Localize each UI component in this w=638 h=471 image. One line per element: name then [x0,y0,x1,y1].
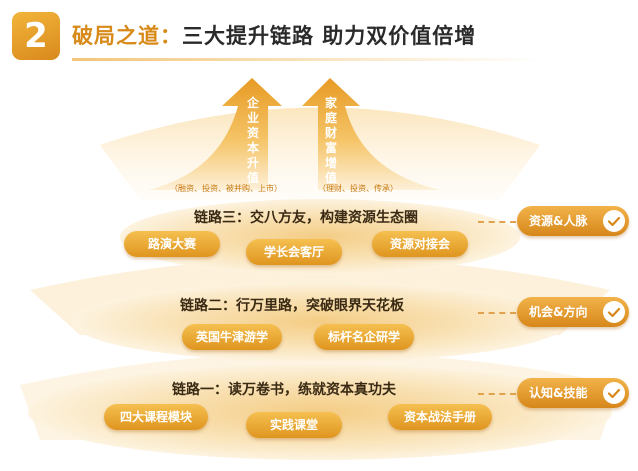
title-underline [72,58,542,61]
check-circle-icon [603,301,625,323]
tier-2-pill-2: 标杆名企研学 [314,324,414,350]
tier-1-pill-3: 资本战法手册 [388,404,492,430]
left-arrow [148,78,282,190]
tier-3-pill-3: 资源对接会 [372,231,468,257]
tier-1-pill-2: 实践课堂 [246,412,342,438]
left-arrow-label: 企业资本升值 [246,96,259,185]
tier-3-title: 链路三：交八方友，构建资源生态圈 [194,210,418,226]
tier-2-ellipse [72,282,568,362]
title-main: 三大提升链路 助力双价值倍增 [182,24,477,48]
header: 2 破局之道：三大提升链路 助力双价值倍增 [0,0,638,66]
tier-3-pill-2: 学长会客厅 [246,239,342,265]
tier-1-connector [478,393,516,395]
tier-1-badge: 认知&技能 [517,378,629,408]
right-arrow-sub: （理财、投资、传承） [318,184,398,193]
tier-2-pill-1: 英国牛津游学 [182,324,282,350]
tier-2-connector [478,312,516,314]
tier-3-badge: 资源&人脉 [517,206,629,236]
check-circle-icon [603,210,625,232]
right-arrow [302,78,440,190]
tier-3-connector [478,221,516,223]
page-title: 破局之道：三大提升链路 助力双价值倍增 [72,20,476,50]
tier-1-pill-1: 四大课程模块 [104,404,208,430]
section-number-badge: 2 [12,12,60,60]
check-circle-icon [603,382,625,404]
tier-2-badge: 机会&方向 [517,297,629,327]
tier-2-badge-label: 机会&方向 [529,305,588,319]
title-prefix: 破局之道： [72,24,182,48]
tier-1-title: 链路一：读万卷书，练就资本真功夫 [172,382,396,398]
tier-3-pill-1: 路演大赛 [124,231,220,257]
tier-1-badge-label: 认知&技能 [529,386,588,400]
right-arrow-label: 家庭财富增值 [324,96,337,185]
tier-3-badge-label: 资源&人脉 [529,214,588,228]
left-arrow-sub: （融资、投资、被并购、上市） [170,184,282,193]
tier-2-title: 链路二：行万里路，突破眼界天花板 [180,298,404,314]
